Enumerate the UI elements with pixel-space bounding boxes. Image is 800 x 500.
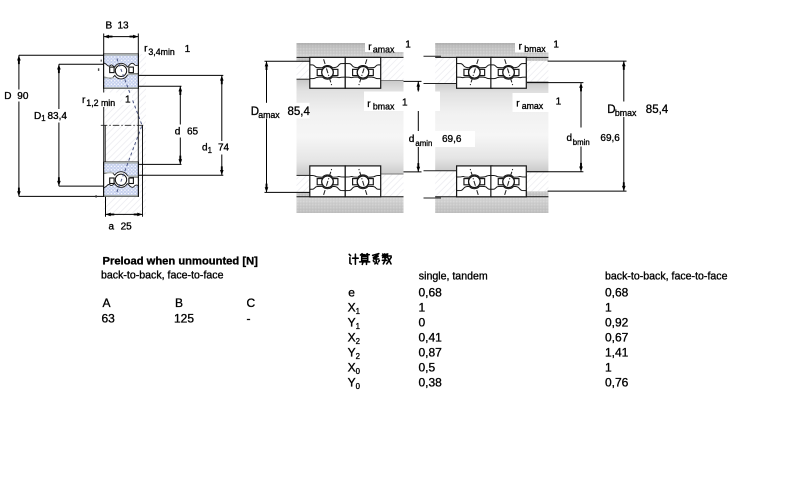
svg-text:a: a <box>109 221 115 232</box>
svg-text:1: 1 <box>405 40 411 51</box>
svg-text:1: 1 <box>605 360 612 374</box>
svg-text:d1: d1 <box>202 143 212 155</box>
svg-text:1: 1 <box>125 95 131 106</box>
svg-text:d: d <box>567 133 573 144</box>
svg-text:r: r <box>368 42 372 53</box>
svg-text:bmin: bmin <box>573 138 590 147</box>
svg-text:-: - <box>247 311 251 325</box>
svg-text:3,4min: 3,4min <box>148 47 175 57</box>
svg-text:0,5: 0,5 <box>419 360 436 374</box>
svg-text:0,41: 0,41 <box>419 330 443 344</box>
svg-text:1: 1 <box>556 97 562 108</box>
svg-text:Preload when unmounted [N]: Preload when unmounted [N] <box>103 256 259 268</box>
svg-text:1: 1 <box>605 300 612 314</box>
svg-text:0,68: 0,68 <box>605 285 629 299</box>
svg-text:amax: amax <box>258 110 280 120</box>
svg-text:63: 63 <box>102 311 116 325</box>
svg-text:1: 1 <box>419 300 426 314</box>
svg-text:90: 90 <box>17 91 29 102</box>
svg-text:bmax: bmax <box>524 44 546 54</box>
svg-text:amax: amax <box>522 101 544 111</box>
svg-text:69,6: 69,6 <box>442 134 462 145</box>
svg-text:13: 13 <box>118 21 130 32</box>
svg-text:1: 1 <box>185 44 191 55</box>
svg-text:D: D <box>4 91 11 102</box>
svg-text:d: d <box>409 134 415 145</box>
svg-text:r: r <box>516 99 520 110</box>
svg-text:bmax: bmax <box>615 108 637 118</box>
svg-text:r: r <box>144 44 148 55</box>
svg-text:0,92: 0,92 <box>605 315 629 329</box>
svg-text:single, tandem: single, tandem <box>419 271 488 283</box>
svg-text:A: A <box>103 296 111 310</box>
svg-text:r: r <box>367 99 371 110</box>
svg-text:D: D <box>251 106 259 118</box>
svg-text:0: 0 <box>419 315 426 329</box>
svg-text:0,68: 0,68 <box>419 285 443 299</box>
svg-text:B: B <box>175 296 183 310</box>
svg-text:bmax: bmax <box>373 102 395 112</box>
svg-text:125: 125 <box>174 311 194 325</box>
svg-text:85,4: 85,4 <box>646 104 669 116</box>
svg-text:1,41: 1,41 <box>605 345 629 359</box>
svg-text:r: r <box>519 42 523 53</box>
svg-text:69,6: 69,6 <box>600 133 620 144</box>
svg-text:d: d <box>175 126 181 137</box>
svg-text:0,87: 0,87 <box>419 345 443 359</box>
svg-text:back-to-back, face-to-face: back-to-back, face-to-face <box>605 271 728 283</box>
svg-text:D1: D1 <box>34 111 46 123</box>
svg-text:1: 1 <box>553 40 559 51</box>
svg-text:B: B <box>106 21 113 32</box>
svg-text:1,2 min: 1,2 min <box>86 98 115 108</box>
svg-text:D: D <box>607 104 615 116</box>
svg-text:r: r <box>82 95 86 106</box>
svg-text:C: C <box>247 296 256 310</box>
svg-text:e: e <box>348 285 355 299</box>
svg-text:back-to-back, face-to-face: back-to-back, face-to-face <box>101 270 224 282</box>
svg-text:85,4: 85,4 <box>288 106 311 118</box>
svg-text:25: 25 <box>121 221 133 232</box>
svg-text:0,67: 0,67 <box>605 330 629 344</box>
svg-text:amax: amax <box>373 45 395 55</box>
svg-text:83,4: 83,4 <box>48 111 68 122</box>
svg-text:0,38: 0,38 <box>419 375 443 389</box>
svg-text:65: 65 <box>187 126 199 137</box>
svg-text:amin: amin <box>415 139 432 148</box>
svg-text:0,76: 0,76 <box>605 375 629 389</box>
svg-text:74: 74 <box>218 143 230 154</box>
svg-text:1: 1 <box>402 98 408 109</box>
